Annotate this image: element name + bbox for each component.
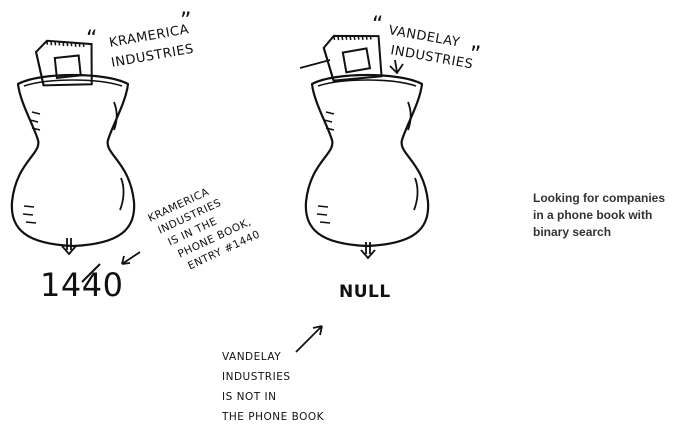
book-cord [299,59,331,69]
right-insert-arrow [389,59,404,75]
left-result: 1440 [40,266,123,304]
right-note-line: THE PHONE BOOK [221,411,325,423]
left-close-quote: ” [180,9,192,34]
left-result-slash [81,263,101,283]
left-down-arrow [61,238,77,256]
left-search-illustration: “ ” KRAMERICA INDUSTRIES 1440 KRAMERICA … [10,9,262,304]
caption-line: in a phone book with [533,208,653,222]
caption-line: binary search [533,225,612,239]
right-note-line: IS NOT IN [222,391,276,403]
right-note: VANDELAY INDUSTRIES IS NOT IN THE PHONE … [221,351,325,423]
right-close-quote: ” [470,43,482,68]
left-note: KRAMERICA INDUSTRIES IS IN THE PHONE BOO… [146,186,262,273]
right-company-label-line2: INDUSTRIES [389,43,474,72]
right-note-line: VANDELAY [222,351,281,363]
caption-line: Looking for companies [533,191,666,205]
left-open-quote: “ [86,27,98,52]
figure-caption: Looking for companies in a phone book wi… [533,190,683,241]
right-result: NULL [339,282,391,302]
right-open-quote: “ [372,13,384,38]
right-note-line: INDUSTRIES [222,371,291,383]
right-search-illustration: “ ” VANDELAY INDUSTRIES NULL VANDELAY IN… [221,13,482,423]
right-note-arrow [295,325,323,353]
right-down-arrow [360,242,376,260]
left-note-arrow [121,251,141,265]
